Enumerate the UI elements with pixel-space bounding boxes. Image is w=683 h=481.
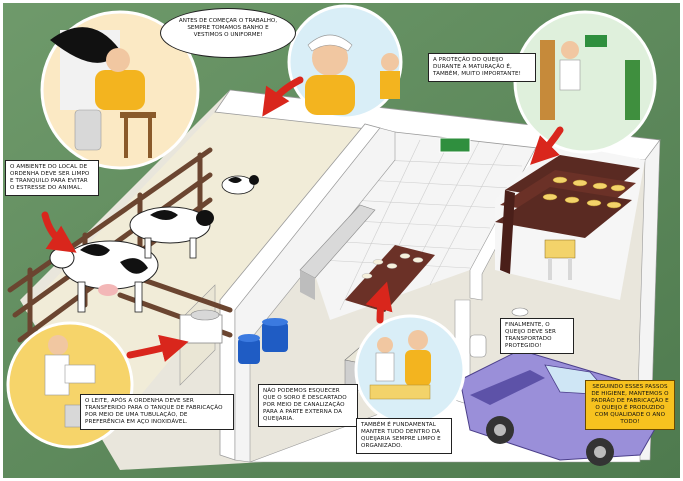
cow-main	[49, 240, 159, 313]
calf	[221, 175, 259, 195]
caption-whey: Não podemos esquecer que o soro é descar…	[258, 384, 358, 427]
cheese-wheels	[542, 176, 626, 209]
vignette-milking	[40, 10, 200, 170]
vignette-uniform	[287, 4, 403, 120]
caption-quality: Seguindo esses passos de higiene, mantem…	[585, 380, 675, 430]
arrow-ripening	[530, 126, 564, 165]
arrows	[41, 76, 564, 362]
caption-maturation: A proteção do queijo durante a maturação…	[428, 53, 536, 82]
arrow-milking	[41, 211, 77, 253]
speech-bubble-uniform: Antes de começar o trabalho, sempre toma…	[160, 8, 296, 58]
vignette-ripening	[513, 10, 657, 154]
arrow-clean	[365, 281, 393, 324]
arrow-transfer	[126, 334, 189, 362]
caption-milking-area: O ambiente do local de ordenha deve ser …	[5, 160, 99, 196]
ripening-shelves	[495, 155, 640, 274]
toilet	[469, 334, 487, 358]
cow-back	[129, 206, 214, 259]
arrow-uniform	[262, 76, 304, 117]
caption-clean: Também é fundamental manter tudo dentro …	[356, 418, 452, 454]
caption-transport: Finalmente, o queijo deve ser transporta…	[500, 318, 574, 354]
caption-milk-transfer: O leite, após a ordenha deve ser transfe…	[80, 394, 234, 430]
whey-barrels	[238, 318, 288, 364]
vignette-processing	[354, 314, 466, 426]
green-sign	[439, 137, 471, 153]
